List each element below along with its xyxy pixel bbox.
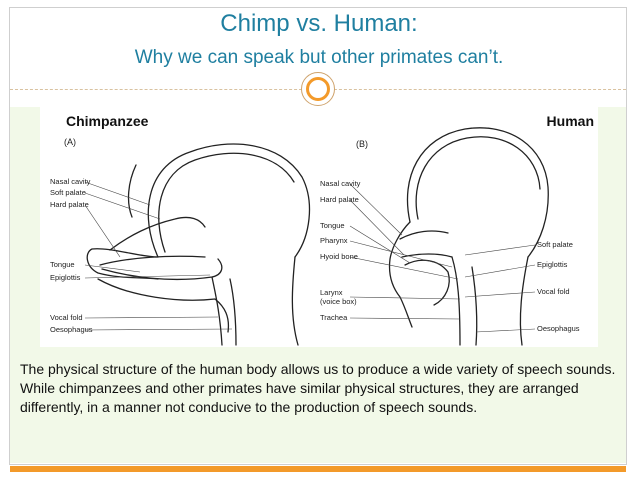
chimp-nasal-cavity — [109, 216, 206, 251]
anatomy-diagram — [40, 107, 598, 347]
human-label-trachea: Trachea — [320, 313, 348, 322]
chimp-label-soft-palate: Soft palate — [50, 188, 86, 197]
leader-chimp-tongue — [84, 264, 141, 273]
divider-circle-ring — [306, 77, 330, 101]
chimp-label-nasal-cavity: Nasal cavity — [50, 177, 91, 186]
human-label-hard-palate: Hard palate — [320, 195, 359, 204]
chimp-skull-inner — [158, 152, 295, 253]
leader-chimp-oesophagus — [84, 328, 233, 331]
human-label-vocal-fold: Vocal fold — [537, 287, 570, 296]
human-oesophagus — [471, 266, 478, 346]
slide-title: Chimp vs. Human: — [220, 10, 418, 37]
chimp-label-oesophagus: Oesophagus — [50, 325, 93, 334]
panel-letter-a: (A) — [64, 137, 76, 147]
leader-human-hard-palate — [349, 199, 405, 256]
leader-human-oesophagus — [475, 328, 536, 333]
chimp-tongue — [101, 258, 223, 281]
slide-frame — [9, 7, 627, 465]
chimp-label-epiglottis: Epiglottis — [50, 273, 81, 282]
chimp-snout — [86, 248, 159, 280]
human-skull-inner — [415, 136, 541, 220]
human-neck — [519, 256, 529, 346]
human-face — [388, 221, 413, 328]
human-label-pharynx: Pharynx — [320, 236, 348, 245]
leader-human-soft-palate — [464, 244, 536, 256]
human-label-nasal-cavity: Nasal cavity — [320, 179, 361, 188]
leader-chimp-nasal — [84, 181, 151, 206]
leader-human-trachea — [349, 317, 461, 320]
caption-text: The physical structure of the human body… — [20, 361, 616, 415]
divider-circle-ornament — [301, 72, 335, 106]
leader-human-epiglottis — [464, 264, 536, 278]
human-label-oesophagus: Oesophagus — [537, 324, 580, 333]
human-label-tongue: Tongue — [320, 221, 345, 230]
chimp-face — [127, 164, 137, 218]
human-heading: Human — [546, 113, 594, 129]
human-label-hyoid-bone: Hyoid bone — [320, 252, 358, 261]
chimp-airway — [211, 276, 223, 346]
slide-subtitle: Why we can speak but other primates can’… — [134, 47, 504, 68]
panel-letter-b: (B) — [356, 139, 368, 149]
human-hard-palate — [401, 253, 453, 258]
leader-human-hyoid — [349, 256, 459, 280]
chimp-label-tongue: Tongue — [50, 260, 75, 269]
human-tongue — [404, 259, 450, 306]
human-skull-outline — [406, 127, 549, 258]
leader-chimp-vocal-fold — [84, 316, 219, 319]
human-label-soft-palate: Soft palate — [537, 240, 573, 249]
leader-human-larynx — [349, 296, 461, 300]
human-label-voice-box: (voice box) — [320, 297, 357, 306]
human-nasal-cavity — [399, 230, 449, 240]
chimp-jaw — [97, 278, 230, 333]
human-pharynx — [451, 256, 461, 346]
chimpanzee-heading: Chimpanzee — [66, 113, 149, 129]
leader-chimp-hard-palate — [84, 204, 121, 258]
leader-chimp-soft-palate — [84, 192, 161, 220]
leader-human-pharynx — [349, 240, 453, 268]
leader-human-tongue — [349, 225, 411, 264]
leader-chimp-epiglottis — [84, 274, 211, 279]
bottom-accent-bar — [10, 466, 626, 472]
chimp-neck — [291, 256, 299, 346]
human-label-larynx: Larynx — [320, 288, 343, 297]
chimp-oesophagus — [229, 278, 237, 346]
chimp-label-hard-palate: Hard palate — [50, 200, 89, 209]
chimp-label-vocal-fold: Vocal fold — [50, 313, 83, 322]
anatomy-drawing — [84, 127, 549, 346]
chimp-skull-outline — [147, 143, 311, 258]
human-label-epiglottis: Epiglottis — [537, 260, 568, 269]
leader-human-vocal-fold — [464, 291, 536, 298]
leader-human-nasal — [349, 183, 403, 236]
chimp-hard-palate — [99, 255, 206, 266]
